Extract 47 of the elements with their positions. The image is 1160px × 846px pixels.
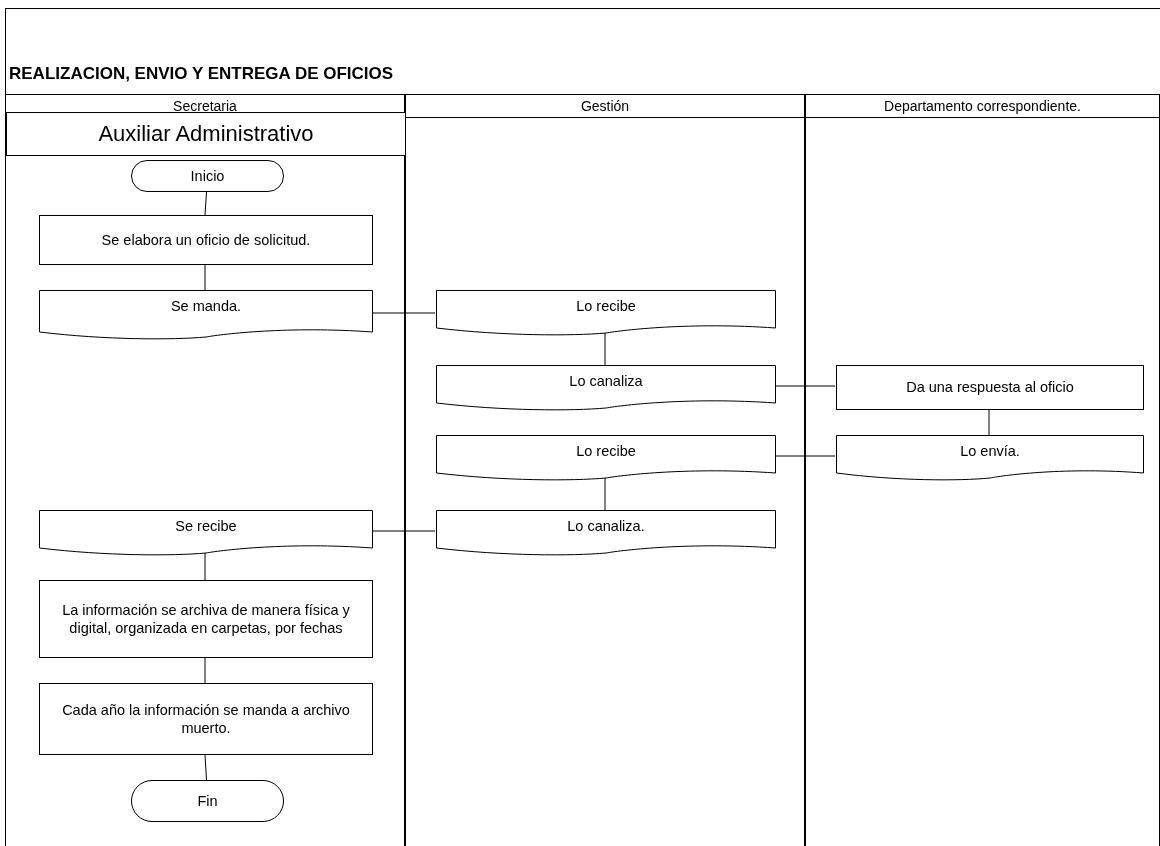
process-box [39,683,373,755]
diagram-title: REALIZACION, ENVIO Y ENTREGA DE OFICIOS [9,64,394,84]
document-shape [436,365,776,413]
node-label: Inicio [189,166,226,186]
node-label: Se manda. [169,297,243,316]
connector-line [204,191,207,216]
connector-line [371,530,436,532]
connector-line [774,455,836,457]
document-shape [39,290,373,342]
connector-line [774,385,836,387]
node-label: La información se archiva de manera física y digital, organizada en carpetas, por fechas [61,600,351,638]
node-label: Da una respuesta al oficio [905,378,1075,397]
swimlane [405,95,805,846]
connector-line [204,264,206,291]
role-header-box [6,112,406,156]
process-box [836,365,1144,410]
node-label: Lo canaliza. [566,517,646,536]
node-label: Lo envía. [959,442,1021,461]
document-shape [436,510,776,558]
connector-line [988,409,990,436]
connector-line [204,754,207,781]
document-shape [436,290,776,338]
node-label: Lo canaliza [568,372,644,391]
connector-line [604,332,606,366]
terminator-shape [131,780,284,822]
connector-line [371,312,436,314]
swimlane [805,95,1160,846]
terminator-shape [131,160,284,192]
node-label: Lo recibe [575,442,637,461]
node-label: Fin [196,791,219,811]
node-label: Se recibe [174,517,238,536]
process-box [39,580,373,658]
connector-line [604,477,606,511]
lane-title: Secretaria [172,98,238,114]
document-shape [39,510,373,558]
node-label: Cada año la información se manda a archivo muerto. [61,700,351,738]
document-shape [836,435,1144,483]
lane-title: Gestión [579,98,631,114]
swimlane [5,95,405,846]
connector-line [204,657,206,684]
lane-title: Departamento correspondiente. [883,98,1082,114]
node-label: Se elabora un oficio de solicitud. [100,230,312,250]
node-label: Lo recibe [575,297,637,316]
connector-line [204,552,206,581]
process-box [39,215,373,265]
node-label: Auxiliar Administrativo [97,120,315,148]
document-shape [436,435,776,483]
